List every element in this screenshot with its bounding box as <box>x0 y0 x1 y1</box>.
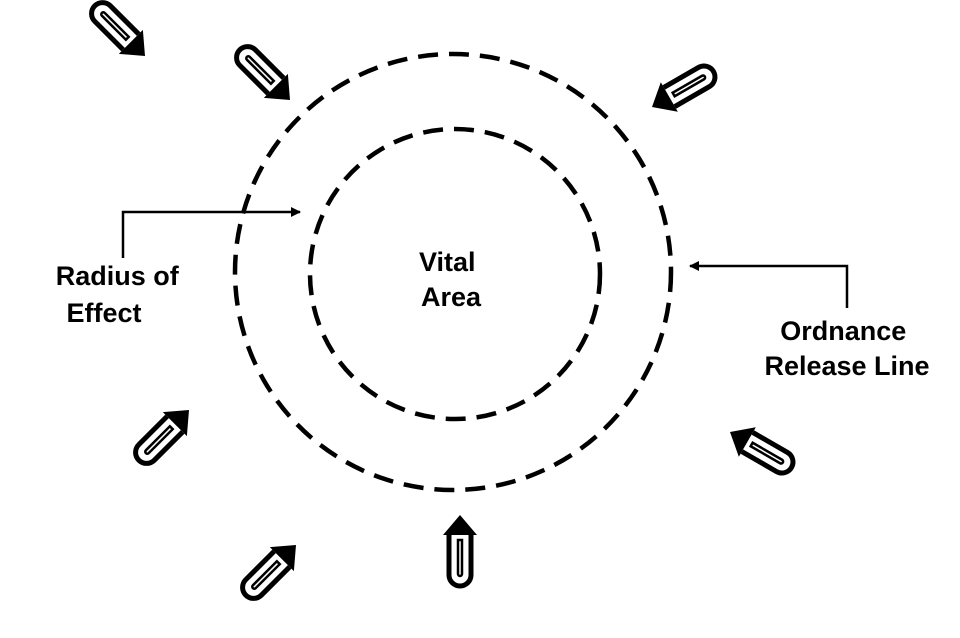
bomb-icon <box>443 515 477 586</box>
radius-of-effect-arrow <box>121 207 301 258</box>
bomb-icon <box>228 38 302 112</box>
bomb-icon <box>83 0 157 68</box>
bomb-icon <box>234 533 308 607</box>
ordnance-release-line-label: Ordnance Release Line <box>764 316 929 381</box>
radius-of-effect-circle <box>307 126 603 422</box>
bomb-icon <box>722 417 800 482</box>
vital-area-label: Vital Area <box>419 247 483 312</box>
ordnance-release-line-circle <box>232 51 674 493</box>
bomb-icon <box>127 398 201 472</box>
radius-of-effect-label: Radius of Effect <box>56 261 187 328</box>
bomb-icon <box>644 57 722 122</box>
ordnance-release-line-arrow <box>689 261 849 308</box>
